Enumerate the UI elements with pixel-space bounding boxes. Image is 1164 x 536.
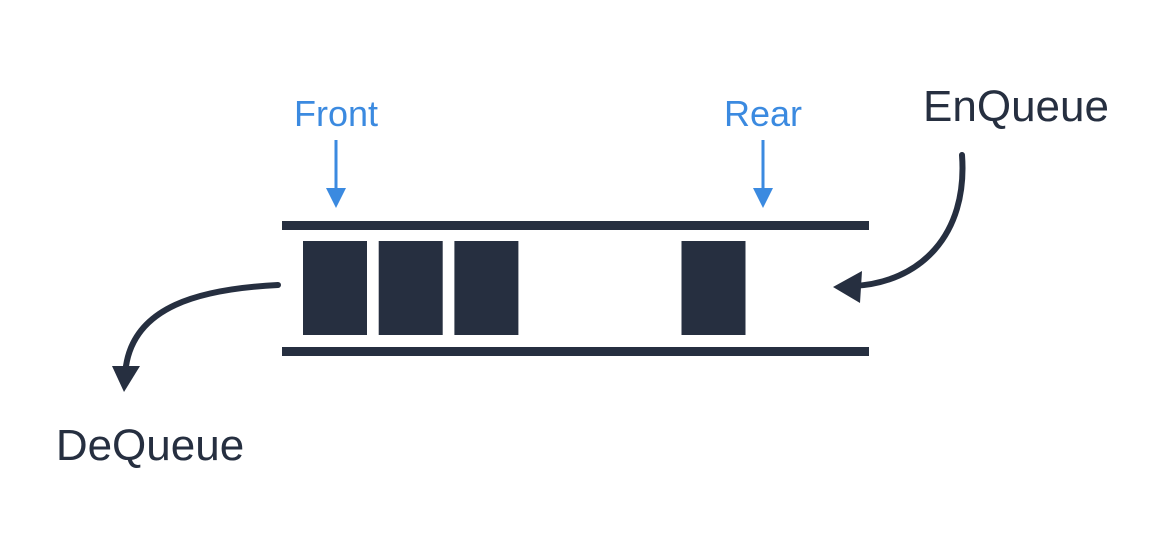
queue-bottom-rail — [282, 347, 869, 356]
queue-slots — [303, 241, 746, 335]
rear-label: Rear — [724, 93, 802, 134]
dequeue-group: DeQueue — [56, 282, 281, 470]
rear-pointer: Rear — [724, 93, 802, 208]
queue-element — [681, 241, 746, 335]
queue-element — [378, 241, 443, 335]
front-label: Front — [294, 93, 378, 134]
queue-element — [454, 241, 519, 335]
enqueue-label: EnQueue — [923, 82, 1109, 131]
queue-tube — [282, 221, 869, 356]
dequeue-arrow-head — [112, 366, 140, 392]
dequeue-arrow-curve — [123, 282, 281, 369]
queue-top-rail — [282, 221, 869, 230]
enqueue-arrow-curve — [850, 152, 966, 289]
queue-element — [303, 241, 367, 335]
enqueue-arrow-head — [833, 271, 862, 303]
enqueue-group: EnQueue — [833, 82, 1109, 303]
dequeue-label: DeQueue — [56, 421, 244, 470]
front-pointer: Front — [294, 93, 378, 208]
rear-arrow-head — [753, 188, 773, 208]
front-arrow-head — [326, 188, 346, 208]
